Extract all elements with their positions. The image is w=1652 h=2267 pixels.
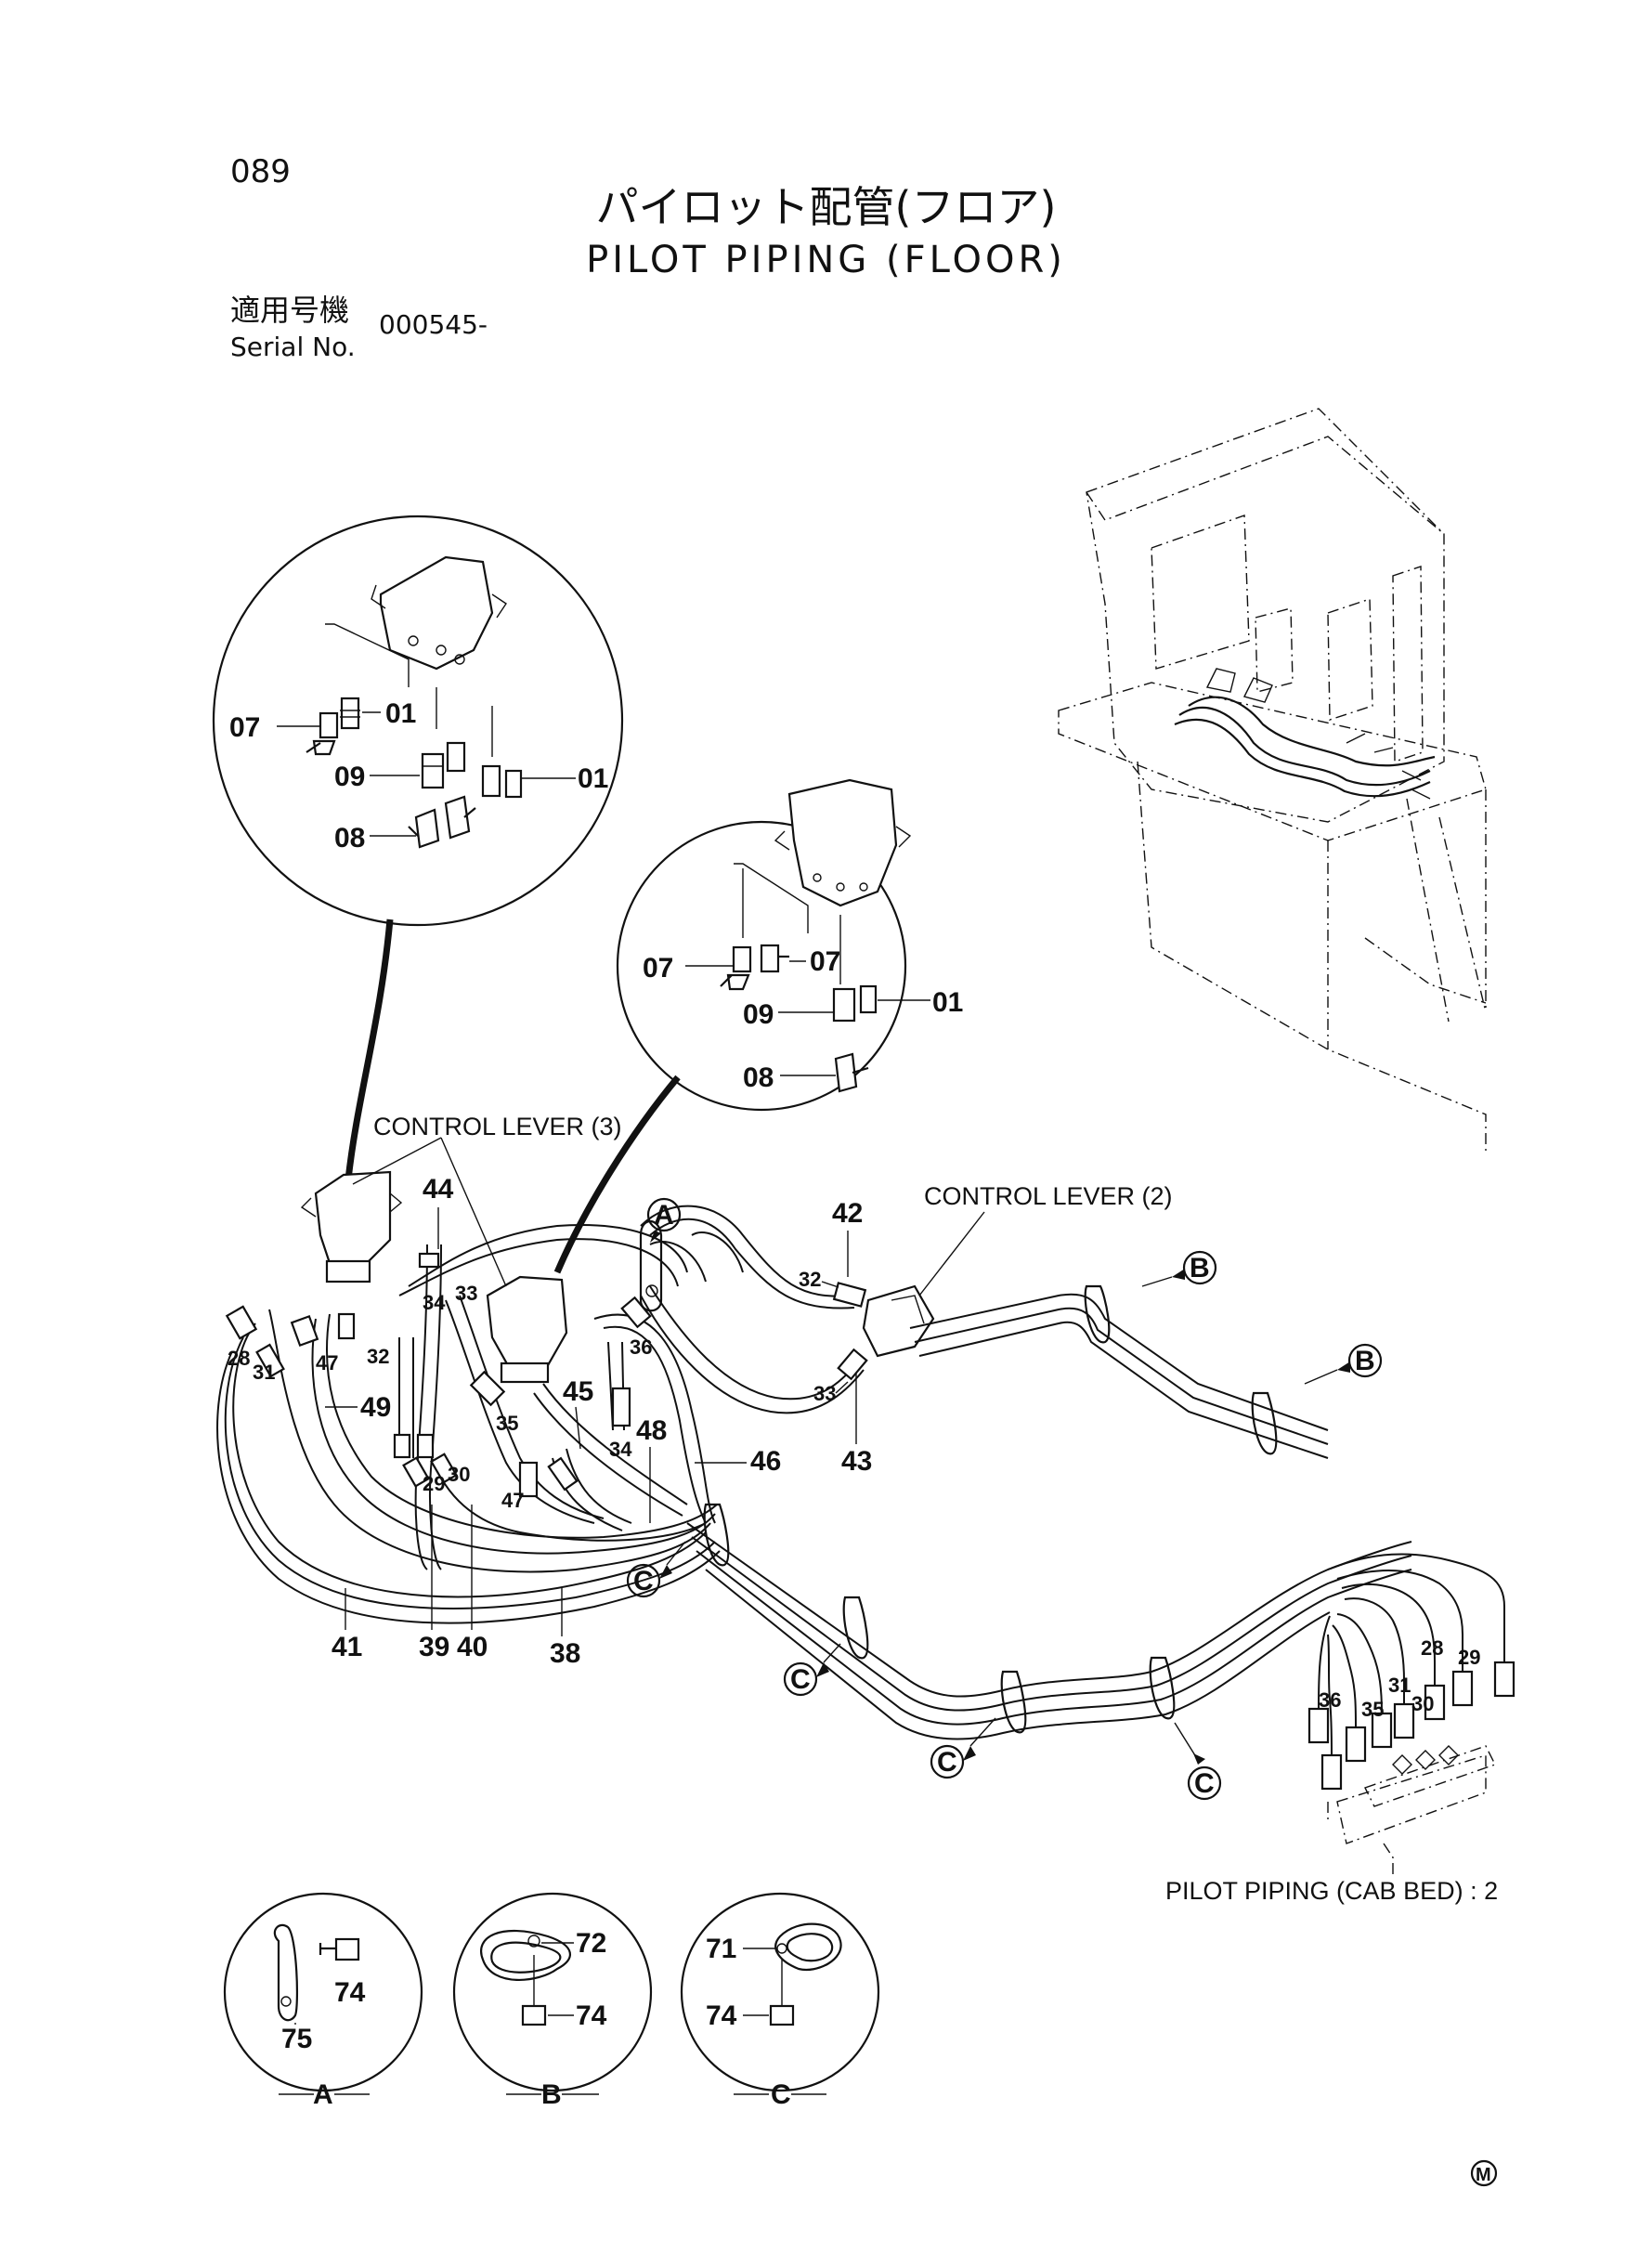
fitting-01-b [481, 764, 523, 799]
caption-control-lever-3: CONTROL LEVER (3) [373, 1113, 622, 1140]
part-label-34: 34 [609, 1438, 632, 1461]
part-label-01: 01 [578, 763, 608, 794]
part-label-74: 74 [706, 2000, 737, 2031]
part-label-33: 33 [455, 1282, 477, 1305]
part-label-72: 72 [576, 1928, 606, 1959]
svg-text:B: B [1355, 1346, 1375, 1376]
fitting-09 [832, 987, 856, 1023]
part-label-35: 35 [496, 1412, 518, 1435]
callout-a: A [646, 1197, 682, 1243]
callout-b-2: B [1304, 1343, 1383, 1385]
part-label-28: 28 [1421, 1636, 1443, 1660]
part-label-08: 08 [334, 823, 365, 853]
fitting-01 [859, 984, 878, 1014]
callout-c-1: C [626, 1541, 686, 1598]
detail-circle-lever-3: 07 01 09 01 08 [212, 515, 624, 927]
part-label-71: 71 [706, 1934, 736, 1964]
part-label-45: 45 [563, 1376, 593, 1407]
fitting-07-elbow [306, 711, 339, 756]
part-label-74: 74 [576, 2000, 607, 2031]
serial-label-en: Serial No. [230, 332, 356, 362]
part-label-75: 75 [281, 2024, 312, 2054]
fitting-01-a [340, 697, 360, 730]
part-label-08: 08 [743, 1062, 774, 1093]
part-label-09: 09 [334, 762, 365, 792]
detail-label-c: C [771, 2079, 791, 2110]
part-label-30: 30 [1411, 1692, 1434, 1715]
part-label-38: 38 [550, 1638, 580, 1669]
detail-a: 74 75 A [223, 1892, 423, 2110]
page-title-jp: パイロット配管(フロア) [595, 182, 1057, 232]
callout-c-3: C [930, 1717, 996, 1779]
svg-text:C: C [1194, 1768, 1215, 1799]
part-label-46: 46 [750, 1446, 781, 1477]
leader-circle-1 [345, 919, 394, 1180]
svg-text:C: C [790, 1664, 811, 1695]
detail-b: 72 74 B [452, 1892, 653, 2110]
caption-cab-bed: PILOT PIPING (CAB BED) : 2 [1165, 1877, 1498, 1905]
part-label-41: 41 [332, 1632, 362, 1662]
part-label-31: 31 [1388, 1674, 1411, 1697]
cab-illustration [1058, 408, 1487, 1152]
part-label-48: 48 [636, 1415, 667, 1446]
page-number: 089 [230, 153, 291, 190]
part-label-01: 01 [385, 698, 416, 729]
part-label-07: 07 [643, 953, 673, 984]
svg-text:A: A [654, 1200, 674, 1231]
svg-text:M: M [1476, 2165, 1491, 2185]
part-label-09: 09 [743, 999, 774, 1030]
main-part-labels: 44 42 32 33 43 46 33 34 36 45 48 35 34 4… [228, 1174, 1480, 1721]
part-label-28: 28 [228, 1347, 250, 1370]
detail-label-a: A [313, 2079, 333, 2110]
part-label-01: 01 [932, 987, 963, 1018]
serial-value: 000545- [379, 309, 488, 340]
detail-circle-lever-2: 07 07 09 01 08 [616, 778, 963, 1112]
callout-c-2: C [783, 1643, 841, 1697]
part-label-30: 30 [448, 1463, 470, 1486]
callout-b-1: B [1141, 1250, 1217, 1287]
part-label-36: 36 [1319, 1688, 1341, 1712]
part-label-49: 49 [360, 1392, 391, 1423]
part-label-33: 33 [813, 1382, 836, 1405]
detail-c: 71 74 C [680, 1892, 880, 2110]
part-label-34: 34 [423, 1291, 446, 1314]
svg-text:C: C [633, 1566, 654, 1596]
page-title-en: PILOT PIPING (FLOOR) [586, 239, 1066, 281]
part-label-07: 07 [810, 946, 840, 977]
callout-c-4: C [1174, 1722, 1222, 1801]
fitting-07-elbow [720, 945, 752, 991]
part-label-44: 44 [423, 1174, 454, 1205]
part-label-32: 32 [799, 1268, 821, 1291]
caption-control-lever-2: CONTROL LEVER (2) [924, 1182, 1173, 1210]
serial-label-jp: 適用号機 [230, 293, 350, 328]
part-label-39: 39 [419, 1632, 449, 1662]
part-label-42: 42 [832, 1198, 863, 1229]
svg-text:B: B [1190, 1253, 1210, 1283]
part-label-47: 47 [316, 1351, 338, 1375]
part-label-32: 32 [367, 1345, 389, 1368]
main-assembly [216, 1137, 1515, 1876]
fitting-08 [834, 1052, 869, 1093]
footer-mark: M [1470, 2159, 1498, 2187]
part-label-29: 29 [1458, 1646, 1480, 1669]
fitting-07-b [760, 944, 789, 973]
part-label-31: 31 [253, 1361, 275, 1384]
fitting-08 [408, 795, 476, 849]
part-label-74: 74 [334, 1977, 366, 2008]
part-label-40: 40 [457, 1632, 488, 1662]
fitting-09 [421, 752, 445, 789]
detail-label-b: B [541, 2079, 562, 2110]
fitting-09b [446, 741, 466, 773]
part-label-36: 36 [630, 1335, 652, 1359]
leader-circle-2 [553, 1075, 681, 1274]
part-label-35: 35 [1361, 1698, 1384, 1721]
svg-text:C: C [937, 1747, 957, 1778]
part-label-47: 47 [501, 1489, 524, 1512]
part-label-29: 29 [423, 1472, 445, 1495]
part-label-43: 43 [841, 1446, 872, 1477]
part-label-07: 07 [229, 712, 260, 743]
